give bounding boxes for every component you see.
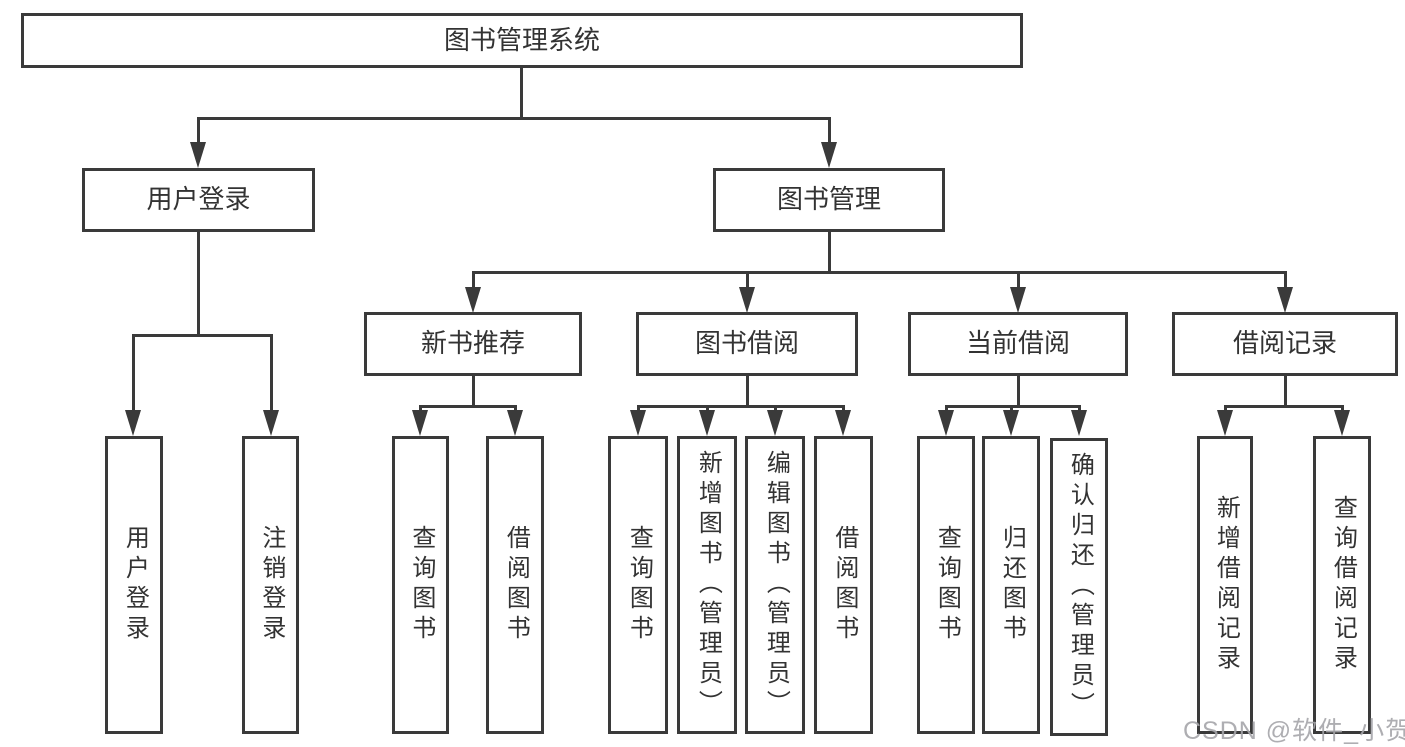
connector-root-stem (520, 66, 523, 120)
csdn-watermark: CSDN @软件_小贺同学 (1183, 717, 1405, 745)
node-cb-query-books: 查询图书 (917, 436, 975, 734)
arrow-down-icon (938, 410, 954, 436)
connector-drop-cb-confirm (1078, 405, 1081, 413)
node-borrowing-records: 借阅记录 (1172, 312, 1398, 376)
connector-drop-book-borrowing (746, 271, 749, 292)
node-cb-confirm-return-admin: 确认归还（管理员） (1050, 438, 1108, 736)
node-br-add-record: 新增借阅记录 (1197, 436, 1253, 734)
connector-drop-cb-query (945, 405, 948, 413)
arrow-down-icon (699, 410, 715, 436)
arrow-down-icon (1010, 287, 1026, 313)
connector-borrowing-records-stem (1284, 374, 1287, 408)
node-leaf-user-login: 用户登录 (105, 436, 163, 734)
connector-current-borrowing-branch (945, 405, 1081, 408)
connector-drop-bb-edit (774, 405, 777, 413)
arrow-down-icon (263, 410, 279, 436)
connector-drop-borrowing-records (1284, 271, 1287, 292)
connector-drop-cb-return (1010, 405, 1013, 413)
node-book-borrowing: 图书借阅 (636, 312, 858, 376)
node-bb-edit-books-admin: 编辑图书（管理员） (745, 436, 805, 734)
node-book-management: 图书管理 (713, 168, 945, 232)
connector-drop-br-query (1341, 405, 1344, 413)
arrow-down-icon (190, 142, 206, 168)
arrow-down-icon (767, 410, 783, 436)
node-cb-return-books: 归还图书 (982, 436, 1040, 734)
connector-book-management-stem (828, 230, 831, 274)
connector-current-borrowing-stem (1017, 374, 1020, 408)
arrow-down-icon (1334, 410, 1350, 436)
arrow-down-icon (1071, 410, 1087, 436)
node-bb-query-books: 查询图书 (608, 436, 668, 734)
arrow-down-icon (1217, 410, 1233, 436)
node-user-login: 用户登录 (82, 168, 315, 232)
node-bb-borrow-books: 借阅图书 (814, 436, 873, 734)
node-new-book-recommend: 新书推荐 (364, 312, 582, 376)
arrow-down-icon (465, 287, 481, 313)
connector-book-borrowing-branch (637, 405, 845, 408)
arrow-down-icon (1003, 410, 1019, 436)
arrow-down-icon (630, 410, 646, 436)
arrow-down-icon (739, 287, 755, 313)
arrow-down-icon (835, 410, 851, 436)
arrow-down-icon (412, 410, 428, 436)
connector-drop-current-borrowing (1017, 271, 1020, 292)
connector-drop-new-book (472, 271, 475, 292)
arrow-down-icon (821, 142, 837, 168)
connector-drop-leaf-logout (270, 334, 273, 412)
node-nb-borrow-books: 借阅图书 (486, 436, 544, 734)
node-bb-add-books-admin: 新增图书（管理员） (677, 436, 737, 734)
connector-drop-nb-borrow (514, 405, 517, 413)
connector-level1-branch (197, 117, 831, 120)
connector-drop-book-management (828, 117, 831, 144)
connector-new-book-branch (419, 405, 517, 408)
connector-drop-bb-query (637, 405, 640, 413)
node-br-query-record: 查询借阅记录 (1313, 436, 1371, 734)
connector-drop-user-login (197, 117, 200, 144)
node-current-borrowing: 当前借阅 (908, 312, 1128, 376)
connector-borrowing-records-branch (1224, 405, 1344, 408)
arrow-down-icon (1277, 287, 1293, 313)
connector-user-login-stem (197, 230, 200, 337)
arrow-down-icon (507, 410, 523, 436)
connector-drop-bb-add (706, 405, 709, 413)
connector-user-login-branch (132, 334, 273, 337)
arrow-down-icon (125, 410, 141, 436)
node-nb-query-books: 查询图书 (392, 436, 449, 734)
node-leaf-logout: 注销登录 (242, 436, 299, 734)
connector-drop-br-add (1224, 405, 1227, 413)
connector-drop-leaf-user-login (132, 334, 135, 412)
connector-book-borrowing-stem (746, 374, 749, 408)
connector-new-book-stem (472, 374, 475, 408)
connector-level3-branch (472, 271, 1287, 274)
connector-drop-nb-query (419, 405, 422, 413)
node-root: 图书管理系统 (21, 13, 1023, 68)
connector-drop-bb-borrow (842, 405, 845, 413)
